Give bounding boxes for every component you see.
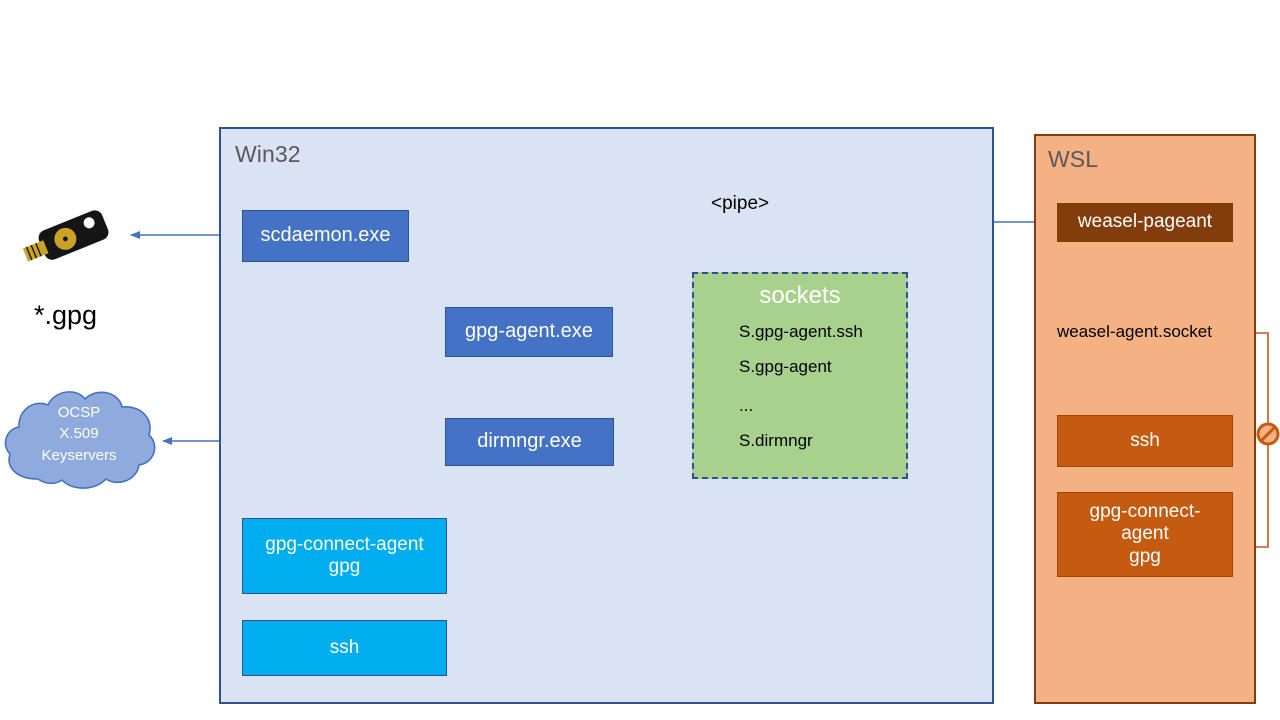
box-dirmngr-exe[interactable]: dirmngr.exe: [445, 418, 614, 466]
usb-security-key-icon: [22, 210, 109, 262]
cloud-label: OCSP X.509 Keyservers: [41, 404, 117, 464]
box-gpg-connect-agent-win32[interactable]: gpg-connect-agent gpg: [242, 518, 447, 594]
box-gpg-connect-agent-wsl[interactable]: gpg-connect- agent gpg: [1057, 492, 1233, 577]
socket-item-s-gpg-agent-ssh: S.gpg-agent.ssh: [739, 322, 863, 341]
socket-item-s-gpg-agent: S.gpg-agent: [739, 357, 832, 376]
no-entry-icon: [1256, 422, 1280, 446]
socket-item-ellipsis: ...: [739, 396, 754, 415]
cloud-shape: [4, 391, 156, 489]
box-gpg-agent-exe[interactable]: gpg-agent.exe: [445, 307, 613, 357]
box-weasel-pageant[interactable]: weasel-pageant: [1057, 203, 1233, 242]
box-ssh-win32[interactable]: ssh: [242, 620, 447, 676]
weasel-agent-socket-label: weasel-agent.socket: [1057, 322, 1212, 341]
wsl-title: WSL: [1048, 146, 1099, 172]
box-ssh-wsl[interactable]: ssh: [1057, 415, 1233, 467]
gpg-file-label: *.gpg: [34, 300, 98, 330]
pipe-label: <pipe>: [711, 193, 770, 214]
box-scdaemon-exe[interactable]: scdaemon.exe: [242, 210, 409, 262]
socket-item-s-dirmngr: S.dirmngr: [739, 431, 813, 450]
sockets-title: sockets: [759, 282, 841, 309]
sockets-group: sockets S.gpg-agent.ssh S.gpg-agent ... …: [692, 272, 908, 479]
win32-title: Win32: [235, 141, 301, 167]
